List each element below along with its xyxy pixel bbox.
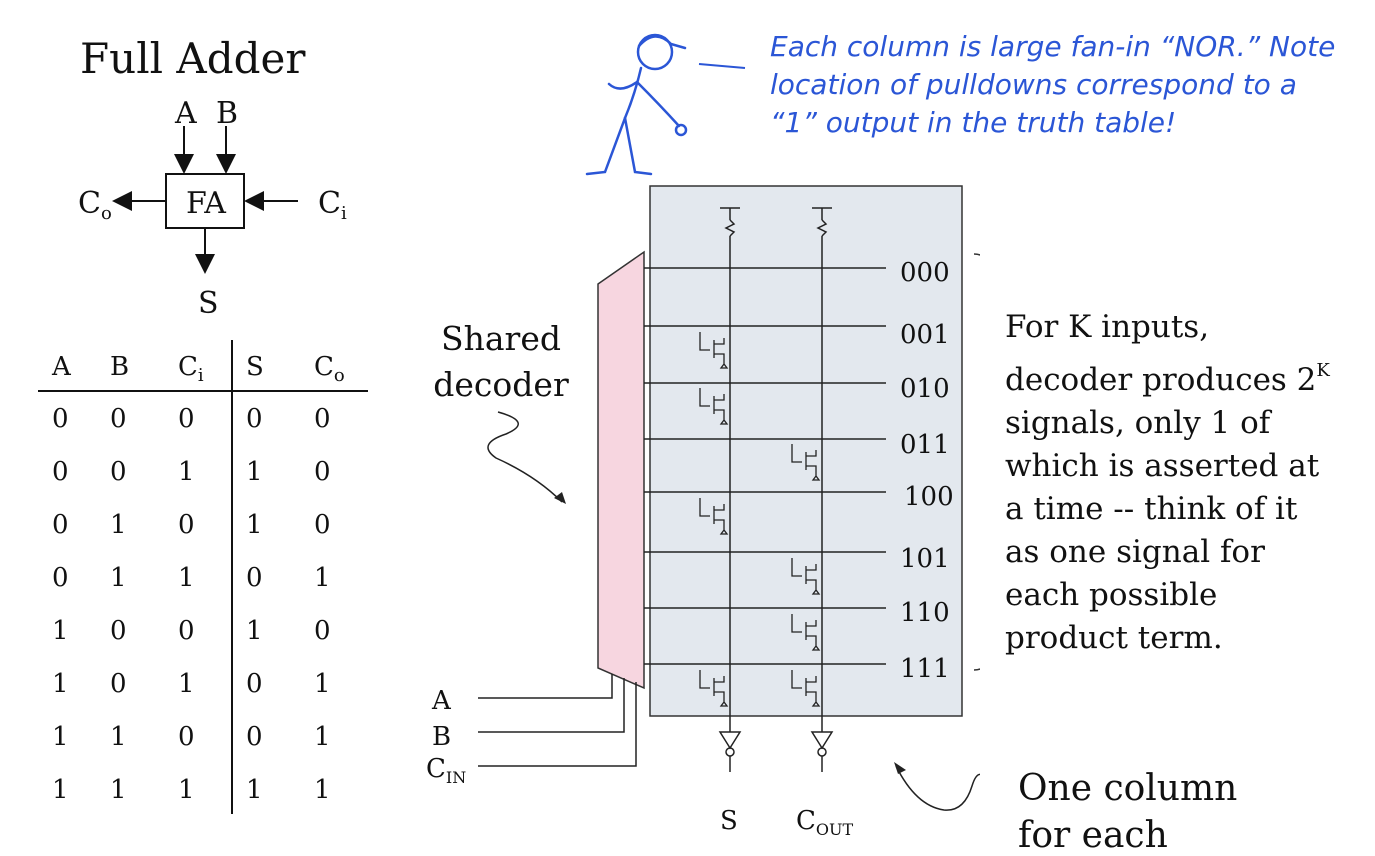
full-adder-title: Full Adder [80, 34, 306, 83]
truth-table-cell: 1 [178, 775, 195, 805]
truth-table-cell: 1 [110, 775, 127, 805]
truth-table-cell: 1 [52, 616, 69, 646]
truth-table-cell: 1 [52, 722, 69, 752]
row-label-011: 011 [900, 430, 950, 460]
column-pointer [895, 765, 980, 811]
decoder-input-b: B [432, 722, 452, 752]
truth-table-cell: 1 [314, 775, 331, 805]
row-label-110: 110 [900, 598, 950, 628]
decoder-input-a: A [432, 686, 451, 716]
row-label-111: 111 [900, 654, 950, 684]
word-lines [644, 267, 886, 665]
truth-table-cell: 0 [52, 563, 69, 593]
pulldown-transistors [699, 332, 821, 707]
truth-table-cell: 1 [246, 510, 263, 540]
fa-block-label: FA [186, 186, 226, 221]
brace [973, 253, 980, 671]
full-adder-diagram [112, 126, 298, 274]
bottom-caption-line-1: One column [1018, 768, 1238, 809]
truth-table-cell: 1 [52, 775, 69, 805]
explanation-text: For K inputs, decoder produces 2K signal… [1005, 309, 1330, 656]
truth-table-cell: 0 [314, 457, 331, 487]
truth-table-cell: 0 [314, 510, 331, 540]
fa-input-b: B [216, 96, 239, 131]
shared-decoder-label: Shared decoder [433, 319, 569, 404]
decoder-input-lines [478, 674, 637, 767]
truth-table-cell: 1 [246, 616, 263, 646]
output-cout: COUT [796, 806, 854, 839]
truth-table-cell: 0 [52, 457, 69, 487]
truth-table-cell: 0 [246, 669, 263, 699]
truth-table-cell: 1 [110, 563, 127, 593]
row-label-101: 101 [900, 544, 950, 574]
truth-table-cell: 1 [314, 669, 331, 699]
row-label-010: 010 [900, 374, 950, 404]
note-line-3: “1” output in the truth table! [770, 106, 1177, 139]
decoder-input-cin: CIN [426, 754, 467, 787]
truth-table-cell: 0 [246, 404, 263, 434]
truth-table-cell: 1 [110, 722, 127, 752]
truth-table-cell: 0 [52, 404, 69, 434]
truth-table-header: A [52, 352, 71, 382]
row-label-100: 100 [904, 482, 954, 512]
truth-table-cell: 0 [110, 404, 127, 434]
truth-table-cell: 1 [178, 563, 195, 593]
output-s: S [720, 806, 738, 836]
truth-table-cell: 1 [178, 457, 195, 487]
truth-table-cell: 0 [246, 563, 263, 593]
truth-table-cell: 0 [110, 457, 127, 487]
callout-note: Each column is large fan-in “NOR.” Note … [770, 28, 1370, 142]
truth-table-cell: 0 [178, 616, 195, 646]
truth-table-cell: 1 [178, 669, 195, 699]
stick-figure [585, 33, 746, 176]
truth-table-lines [38, 340, 368, 814]
truth-table-cell: 1 [314, 563, 331, 593]
note-line-1: Each column is large fan-in “NOR.” Note [770, 30, 1336, 63]
truth-table-cell: 0 [178, 510, 195, 540]
truth-table-header: S [246, 352, 264, 382]
truth-table-header: B [110, 352, 130, 382]
bottom-caption-line-2: for each [1018, 815, 1168, 856]
fa-input-a: A [175, 96, 197, 131]
truth-table-cell: 1 [246, 457, 263, 487]
truth-table-header: Ci [178, 352, 204, 386]
truth-table-cell: 0 [178, 404, 195, 434]
rom-diagram [478, 185, 980, 811]
fa-carry-in: Ci [318, 186, 347, 224]
row-label-001: 001 [900, 320, 950, 350]
note-line-2: location of pulldowns correspond to a [770, 68, 1297, 101]
fa-carry-out: Co [78, 186, 112, 224]
truth-table-cell: 0 [110, 669, 127, 699]
truth-table-cell: 0 [110, 616, 127, 646]
truth-table-cell: 1 [110, 510, 127, 540]
truth-table-cell: 1 [314, 722, 331, 752]
truth-table-header: Co [314, 352, 345, 386]
decoder-pointer [487, 411, 563, 503]
row-label-000: 000 [900, 258, 950, 288]
truth-table-cell: 1 [246, 775, 263, 805]
bit-lines [718, 207, 834, 772]
fa-sum: S [198, 286, 219, 321]
truth-table-cell: 0 [178, 722, 195, 752]
decoder-block [597, 250, 645, 690]
truth-table-cell: 0 [246, 722, 263, 752]
truth-table-cell: 0 [314, 404, 331, 434]
truth-table-cell: 0 [314, 616, 331, 646]
truth-table-cell: 0 [52, 510, 69, 540]
truth-table-cell: 1 [52, 669, 69, 699]
